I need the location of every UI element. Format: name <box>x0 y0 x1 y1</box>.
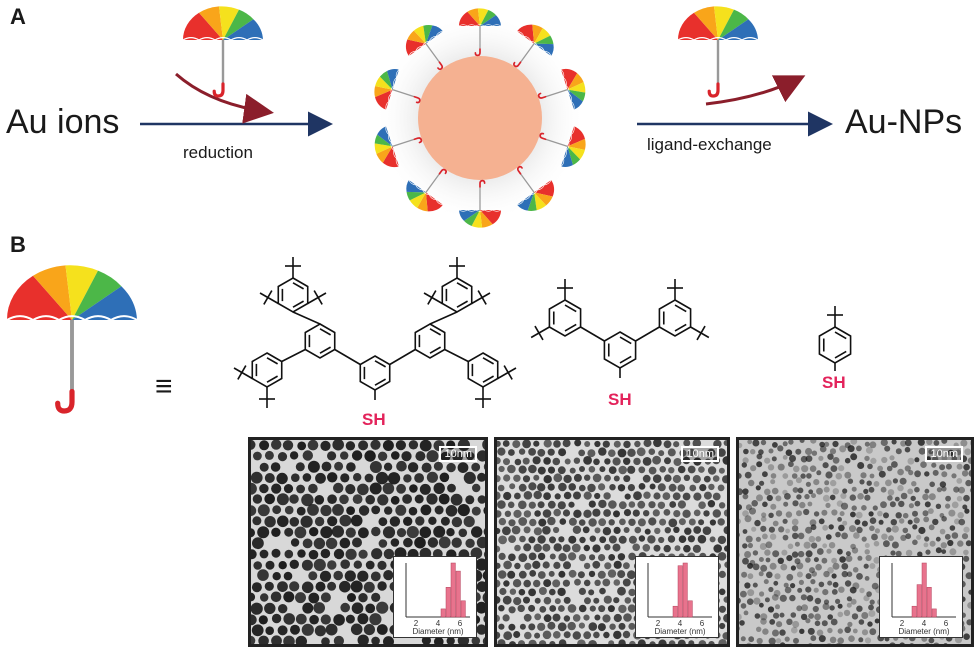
svg-text:6: 6 <box>700 619 705 628</box>
svg-text:4: 4 <box>436 619 441 628</box>
ligand-in-arrow <box>175 72 274 124</box>
svg-text:4: 4 <box>922 619 927 628</box>
svg-text:2: 2 <box>900 619 905 628</box>
gold-nanoparticle <box>418 56 542 180</box>
ligand-exchange-label: ligand-exchange <box>647 135 772 154</box>
svg-text:2: 2 <box>656 619 661 628</box>
scale-bar: 10nm <box>681 446 719 462</box>
thiol-label-small: SH <box>822 373 846 392</box>
ligand-structure-medium <box>530 279 710 378</box>
ligand-structures: SH SH SH <box>233 257 852 429</box>
ligand-out-arrow <box>705 75 806 106</box>
scale-bar: 10nm <box>439 446 477 462</box>
product-label: Au-NPs <box>845 103 963 141</box>
svg-text:Diameter (nm): Diameter (nm) <box>654 627 705 636</box>
umbrella-legend-icon <box>0 255 160 425</box>
thiol-label-medium: SH <box>608 390 632 409</box>
svg-text:6: 6 <box>944 619 949 628</box>
ligand-structure-small <box>818 306 852 371</box>
equivalence-symbol: ≡ <box>155 370 173 403</box>
svg-text:4: 4 <box>678 619 683 628</box>
panel-b-label: B <box>10 232 26 257</box>
panel-a-label: A <box>10 4 26 29</box>
scale-bar: 10nm <box>925 446 963 462</box>
svg-text:Diameter (nm): Diameter (nm) <box>412 627 463 636</box>
reactant-label: Au ions <box>6 103 120 141</box>
svg-text:2: 2 <box>414 619 419 628</box>
panel-a-scheme <box>140 4 833 229</box>
leaving-umbrella-icon <box>676 4 760 98</box>
svg-text:Diameter (nm): Diameter (nm) <box>898 627 949 636</box>
ligand-umbrella-icon <box>181 4 265 98</box>
ligand-structure-large <box>233 257 517 408</box>
thiol-label-large: SH <box>362 410 386 429</box>
svg-text:6: 6 <box>458 619 463 628</box>
reduction-label: reduction <box>183 143 253 162</box>
